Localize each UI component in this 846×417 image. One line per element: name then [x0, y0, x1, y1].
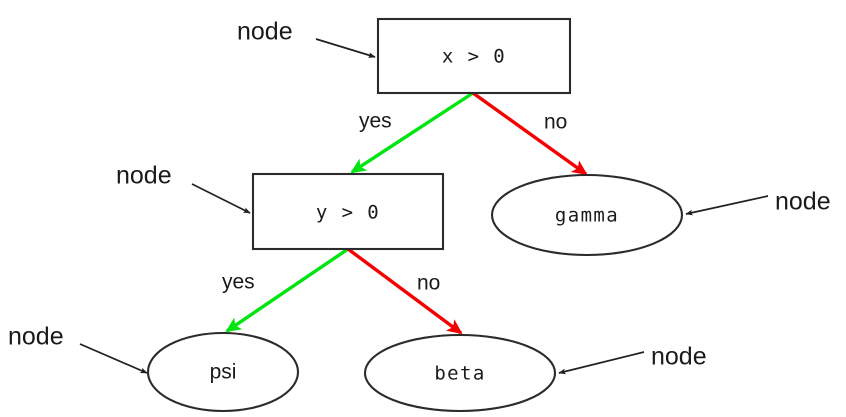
node-gamma-label: gamma — [555, 205, 619, 227]
edge-label-branch-yes: yes — [222, 271, 255, 294]
node-root-box[interactable] — [376, 17, 572, 95]
annotation-branch-y: node — [116, 162, 251, 214]
annotation-beta: node — [558, 343, 707, 375]
node-root[interactable]: x > 0 — [376, 17, 572, 95]
node-root-label: x > 0 — [442, 46, 506, 68]
annotation-beta-leader — [558, 351, 645, 375]
node-gamma[interactable]: gamma — [490, 173, 684, 257]
node-psi[interactable]: psi — [146, 331, 300, 413]
node-beta-label: beta — [434, 363, 485, 385]
annotation-branch-y-leader — [191, 183, 251, 214]
node-branch-y-box[interactable] — [251, 172, 445, 251]
edge-label-branch-no: no — [417, 272, 440, 295]
annotation-group: node node node node node — [8, 18, 831, 375]
node-beta[interactable]: beta — [363, 333, 557, 413]
node-branch-y-label: y > 0 — [316, 202, 380, 224]
annotation-psi-leader — [79, 343, 148, 374]
node-beta-ellipse[interactable] — [363, 333, 557, 413]
edge-label-root-yes: yes — [359, 110, 392, 133]
node-psi-ellipse[interactable] — [146, 331, 300, 413]
annotation-root-leader — [315, 38, 376, 58]
edge-label-group: yes no yes no — [222, 110, 567, 295]
edge-branch-no — [346, 247, 463, 335]
node-gamma-ellipse[interactable] — [490, 173, 684, 257]
node-branch-y[interactable]: y > 0 — [251, 172, 445, 251]
annotation-beta-label: node — [651, 343, 707, 371]
annotation-gamma-leader — [685, 195, 769, 216]
annotation-root: node — [237, 18, 376, 58]
edge-branch-yes — [225, 247, 349, 333]
annotation-gamma: node — [685, 188, 831, 216]
annotation-psi-label: node — [8, 323, 64, 351]
edge-group — [225, 91, 588, 335]
edge-root-yes — [350, 91, 474, 174]
annotation-root-label: node — [237, 18, 293, 46]
edge-label-root-no: no — [544, 111, 567, 134]
annotation-psi: node — [8, 323, 148, 374]
node-psi-label: psi — [210, 361, 237, 384]
annotation-branch-y-label: node — [116, 162, 172, 190]
annotation-gamma-label: node — [775, 188, 831, 216]
edge-root-no — [472, 91, 588, 176]
